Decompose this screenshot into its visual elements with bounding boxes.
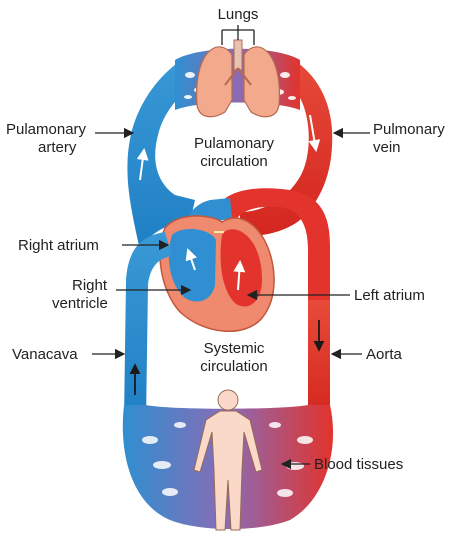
pulmonary-vein-vessel [240, 52, 333, 236]
label-pulmonary-artery-line1: Pulamonary [6, 121, 87, 138]
pulmonary-artery-vessel [127, 52, 210, 250]
label-systemic-circulation-line2: circulation [200, 358, 268, 375]
label-pulmonary-vein-line2: vein [373, 139, 401, 156]
label-right-ventricle-line1: Right [72, 277, 108, 294]
label-pulmonary-vein-line1: Pulmonary [373, 121, 445, 138]
label-pulmonary-circulation-line1: Pulamonary [194, 135, 275, 152]
flow-arrows [136, 114, 321, 291]
label-pulmonary-artery-line2: artery [38, 139, 77, 156]
label-vanacava: Vanacava [12, 346, 78, 363]
label-lungs: Lungs [218, 6, 259, 23]
aorta-vessel [308, 300, 330, 420]
label-right-ventricle-line2: ventricle [52, 295, 108, 312]
label-pulmonary-circulation-line2: circulation [200, 153, 268, 170]
heart-organ [159, 215, 275, 333]
aortic-arch [215, 188, 330, 300]
human-body-figure [193, 389, 263, 531]
systemic-flow-arrows [129, 320, 325, 395]
lungs-organ [195, 39, 281, 118]
label-blood-tissues: Blood tissues [314, 456, 403, 473]
label-left-atrium: Left atrium [354, 287, 425, 304]
label-aorta: Aorta [366, 346, 403, 363]
label-right-atrium: Right atrium [18, 237, 99, 254]
label-lines [92, 25, 370, 470]
label-systemic-circulation-line1: Systemic [204, 340, 265, 357]
